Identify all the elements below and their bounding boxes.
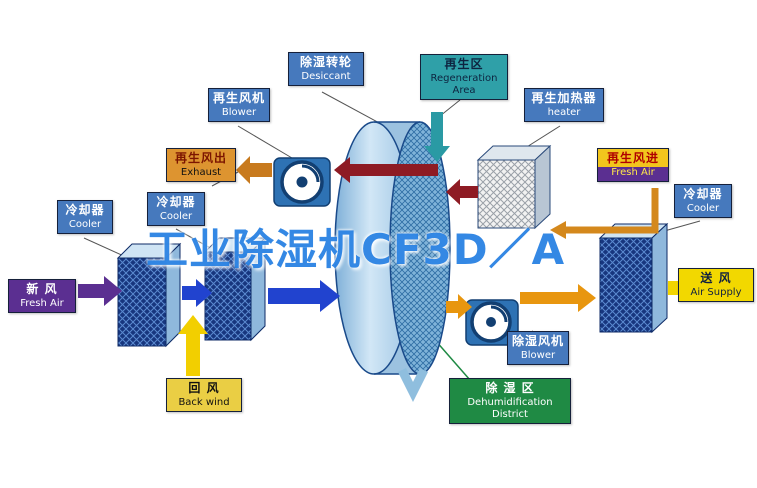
cooler-box-left-outer	[116, 242, 182, 348]
desiccant-wheel	[334, 121, 451, 403]
label-air-supply-en: Air Supply	[690, 287, 742, 298]
regen-wheel-to-blower-arrow	[334, 157, 438, 183]
wheel-support-bracket	[397, 367, 429, 403]
cooler-box-right	[598, 222, 669, 334]
label-regen-exhaust: 再生风出 Exhaust	[166, 148, 236, 182]
process-arrow-between-coolers	[182, 279, 212, 307]
label-air-supply-zh: 送 风	[700, 271, 732, 285]
process-blower-to-cooler-arrow	[520, 284, 596, 312]
label-regen-blower-en: Blower	[221, 107, 257, 118]
exhaust-out-arrow	[236, 156, 272, 184]
wheel-media-face	[389, 121, 451, 375]
label-regen-fresh-air: 再生风进 Fresh Air	[597, 148, 669, 182]
label-regen-fresh-air-zh: 再生风进	[598, 149, 668, 167]
label-regen-heater-en: heater	[547, 107, 581, 118]
label-cooler-left-inner-zh: 冷却器	[156, 195, 196, 209]
process-blower-icon	[465, 299, 519, 346]
label-cooler-left-inner: 冷却器 Cooler	[147, 192, 205, 226]
wheel-to-process-blower-arrow	[446, 294, 472, 319]
label-cooler-left-outer: 冷却器 Cooler	[57, 200, 113, 234]
label-cooler-right-zh: 冷却器	[683, 187, 723, 201]
label-cooler-left-inner-en: Cooler	[159, 211, 193, 222]
label-cooler-left-outer-zh: 冷却器	[65, 203, 105, 217]
label-dehum-district-zh: 除 湿 区	[485, 381, 535, 395]
label-dehum-district-en: Dehumidification District	[467, 397, 553, 420]
label-fresh-air-in-zh: 新 风	[26, 282, 58, 296]
label-fresh-air-in: 新 风 Fresh Air	[8, 279, 76, 313]
label-back-wind-en: Back wind	[178, 397, 230, 408]
label-regen-blower-zh: 再生风机	[212, 91, 265, 105]
label-regen-area-zh: 再生区	[444, 57, 484, 71]
heater-box	[476, 144, 552, 230]
label-regeneration-heater: 再生加热器 heater	[524, 88, 604, 122]
label-cooler-left-outer-en: Cooler	[68, 219, 102, 230]
heater-to-wheel-arrow	[446, 179, 478, 205]
label-desiccant-en: Desiccant	[301, 71, 351, 82]
label-regeneration-blower: 再生风机 Blower	[208, 88, 270, 122]
regen-fresh-air-arrowhead	[550, 221, 566, 239]
regen-fresh-air-path	[564, 188, 659, 234]
regeneration-blower-icon	[273, 157, 331, 207]
label-regen-fresh-air-en: Fresh Air	[598, 167, 668, 181]
fresh-air-in-arrow	[78, 276, 122, 306]
label-regen-exhaust-en: Exhaust	[180, 167, 222, 178]
cooler-box-left-inner	[203, 236, 267, 342]
label-cooler-right-en: Cooler	[686, 203, 720, 214]
label-desiccant-zh: 除湿转轮	[299, 55, 352, 69]
back-wind-up-arrow	[178, 315, 208, 376]
process-arrow-to-wheel	[268, 280, 340, 312]
label-desiccant-wheel: 除湿转轮 Desiccant	[288, 52, 364, 86]
label-dehumidification-district: 除 湿 区 Dehumidification District	[449, 378, 571, 424]
label-back-wind: 回 风 Back wind	[166, 378, 242, 412]
label-cooler-right: 冷却器 Cooler	[674, 184, 732, 218]
label-dehum-blower-en: Blower	[520, 350, 556, 361]
label-regeneration-area: 再生区 Regeneration Area	[420, 54, 508, 100]
label-dehum-blower-zh: 除湿风机	[511, 334, 564, 348]
label-back-wind-zh: 回 风	[188, 381, 220, 395]
label-fresh-air-in-en: Fresh Air	[20, 298, 64, 309]
regen-area-down-arrow	[424, 112, 450, 162]
label-regen-area-en: Regeneration Area	[430, 73, 498, 96]
label-dehumidifying-blower: 除湿风机 Blower	[507, 331, 569, 365]
label-air-supply: 送 风 Air Supply	[678, 268, 754, 302]
label-regen-exhaust-zh: 再生风出	[174, 151, 227, 165]
label-regen-heater-zh: 再生加热器	[531, 91, 597, 105]
